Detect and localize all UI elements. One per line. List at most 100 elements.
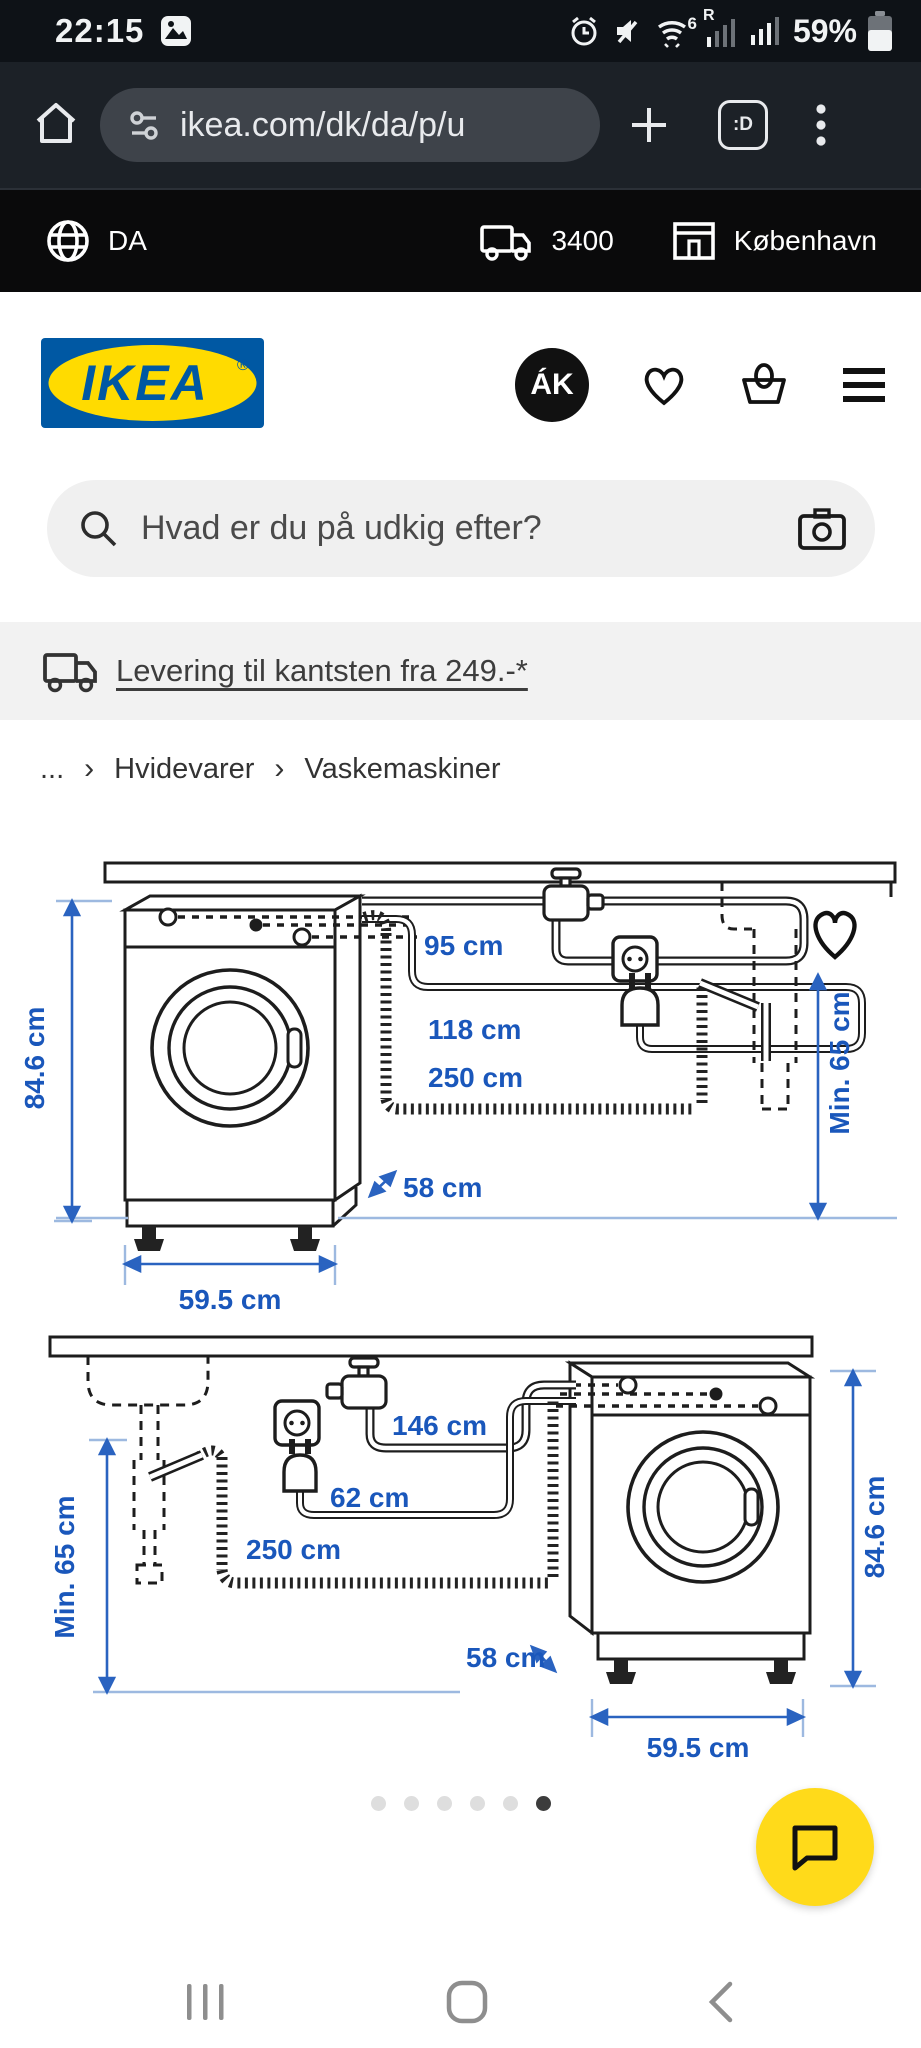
dim-drain-min-height-label: Min. 65 cm [824, 991, 855, 1134]
door-handle [743, 1487, 760, 1527]
wishlist-heart-icon[interactable] [641, 363, 687, 407]
dim-width-label: 59.5 cm [179, 1284, 282, 1315]
delivery-link[interactable]: Levering til kantsten fra 249.-* [116, 653, 528, 688]
power-cord [296, 1397, 576, 1519]
delivery-banner[interactable]: Levering til kantsten fra 249.-* [0, 622, 921, 720]
status-bar: 22:15 6 R 59% [0, 0, 921, 62]
breadcrumb-item-vaskemaskiner[interactable]: Vaskemaskiner [304, 752, 501, 785]
breadcrumb: ... › Hvidevarer › Vaskemaskiner [40, 752, 500, 786]
adjustable-feet [606, 1659, 796, 1684]
ikea-logo-registered: ® [237, 357, 249, 374]
new-tab-icon[interactable] [626, 102, 672, 148]
adjustable-feet [134, 1226, 320, 1251]
dim-height-label: 84.6 cm [19, 1007, 50, 1110]
countertop [103, 861, 897, 884]
washing-machine [556, 1360, 816, 1684]
dim-width-label: 59.5 cm [647, 1732, 750, 1763]
dim-supply-hose-label: 146 cm [392, 1410, 487, 1441]
alarm-icon [571, 16, 597, 46]
mute-icon [616, 20, 638, 44]
home-icon[interactable] [30, 97, 82, 154]
knob-dot [249, 918, 263, 932]
language-selector[interactable]: DA [44, 217, 147, 265]
sink-dashed [86, 1356, 210, 1585]
knob [758, 1396, 778, 1416]
power-outlet-icon [273, 1399, 321, 1447]
drain-hose-end [698, 978, 771, 1061]
postcode-label: 3400 [551, 225, 614, 256]
breadcrumb-item-more[interactable]: ... [40, 752, 65, 785]
image-favorite-heart-icon[interactable] [813, 910, 857, 960]
menu-icon[interactable] [841, 365, 887, 405]
wifi-gen-label: 6 [687, 14, 697, 33]
ikea-logo-text: IKEA [81, 355, 208, 411]
breadcrumb-separator-icon: › [84, 752, 95, 785]
basket-icon[interactable] [739, 362, 789, 408]
wifi-icon: 6 [655, 14, 697, 48]
dim-drain-min-height-label: Min. 65 cm [49, 1495, 80, 1638]
washing-machine [119, 893, 420, 1251]
carousel-dot[interactable] [502, 1796, 518, 1811]
product-dimension-diagram-bottom: Min. 65 cm 146 cm 62 cm 250 cm 58 cm 84.… [48, 1335, 890, 1763]
knob-dot [709, 1387, 723, 1401]
url-text[interactable]: ikea.com/dk/da/p/u [180, 105, 466, 144]
dim-height-label: 84.6 cm [859, 1476, 890, 1579]
visual-search-camera-icon[interactable] [797, 507, 847, 551]
countertop [48, 1335, 814, 1358]
chat-fab-button[interactable] [756, 1788, 874, 1906]
delivery-postcode-selector[interactable]: 3400 [479, 219, 614, 263]
carousel-dot[interactable] [436, 1796, 452, 1811]
signal-r-icon: R [703, 7, 739, 49]
back-button[interactable] [706, 1980, 736, 2024]
water-supply-hose [362, 896, 809, 966]
dim-supply-hose-label: 95 cm [424, 930, 503, 961]
home-button[interactable] [445, 1980, 489, 2024]
door-handle [286, 1027, 303, 1069]
tab-switcher-button[interactable]: :D [718, 100, 768, 150]
dim-drain-hose-label: 250 cm [246, 1534, 341, 1565]
drain-hose [362, 910, 708, 1115]
carousel-dots [0, 1796, 921, 1811]
dim-power-cord-label: 118 cm [428, 1014, 521, 1045]
store-label: København [733, 225, 877, 256]
breadcrumb-item-hvidevarer[interactable]: Hvidevarer [114, 752, 255, 785]
carousel-dot[interactable] [535, 1796, 551, 1811]
knob [158, 907, 178, 927]
clock: 22:15 [55, 12, 145, 49]
network-type-label: R [702, 7, 715, 24]
dim-depth-label: 58 cm [403, 1172, 482, 1203]
android-navigation-bar [0, 1955, 921, 2048]
ikea-logo[interactable]: IKEA ® [41, 338, 264, 428]
dim-drain-hose-label: 250 cm [428, 1062, 523, 1093]
product-dimension-diagram-top: 84.6 cm 59.5 cm 58 cm 95 cm 118 cm 250 c… [19, 861, 897, 1315]
search-input[interactable] [139, 508, 797, 549]
drain-hose [194, 1401, 559, 1589]
carousel-dot[interactable] [469, 1796, 485, 1811]
carousel-dot[interactable] [370, 1796, 386, 1811]
site-settings-icon[interactable] [122, 103, 166, 147]
drain-hose-end [148, 1450, 204, 1482]
knob [292, 927, 312, 947]
recents-button[interactable] [185, 1982, 227, 2022]
faucet-icon [542, 867, 605, 922]
browser-toolbar: ikea.com/dk/da/p/u :D [0, 62, 921, 190]
standpipe-dashed [720, 882, 798, 1111]
globe-icon [47, 220, 89, 262]
chat-bubble-icon [792, 1825, 838, 1871]
power-cord [362, 915, 866, 1053]
url-bar[interactable]: ikea.com/dk/da/p/u [100, 88, 600, 162]
carousel-dot[interactable] [403, 1796, 419, 1811]
search-icon [81, 510, 117, 546]
account-avatar[interactable]: ÁK [515, 348, 589, 422]
site-utility-bar: DA 3400 København [0, 190, 921, 292]
power-plug-icon [282, 1439, 318, 1493]
store-icon [672, 222, 715, 260]
delivery-truck-icon [43, 653, 97, 693]
search-bar[interactable] [47, 480, 875, 577]
battery-icon [868, 11, 892, 51]
breadcrumb-separator-icon: › [274, 752, 285, 785]
browser-menu-icon[interactable] [814, 99, 828, 151]
knob [618, 1375, 638, 1395]
store-selector[interactable]: København [670, 219, 877, 263]
